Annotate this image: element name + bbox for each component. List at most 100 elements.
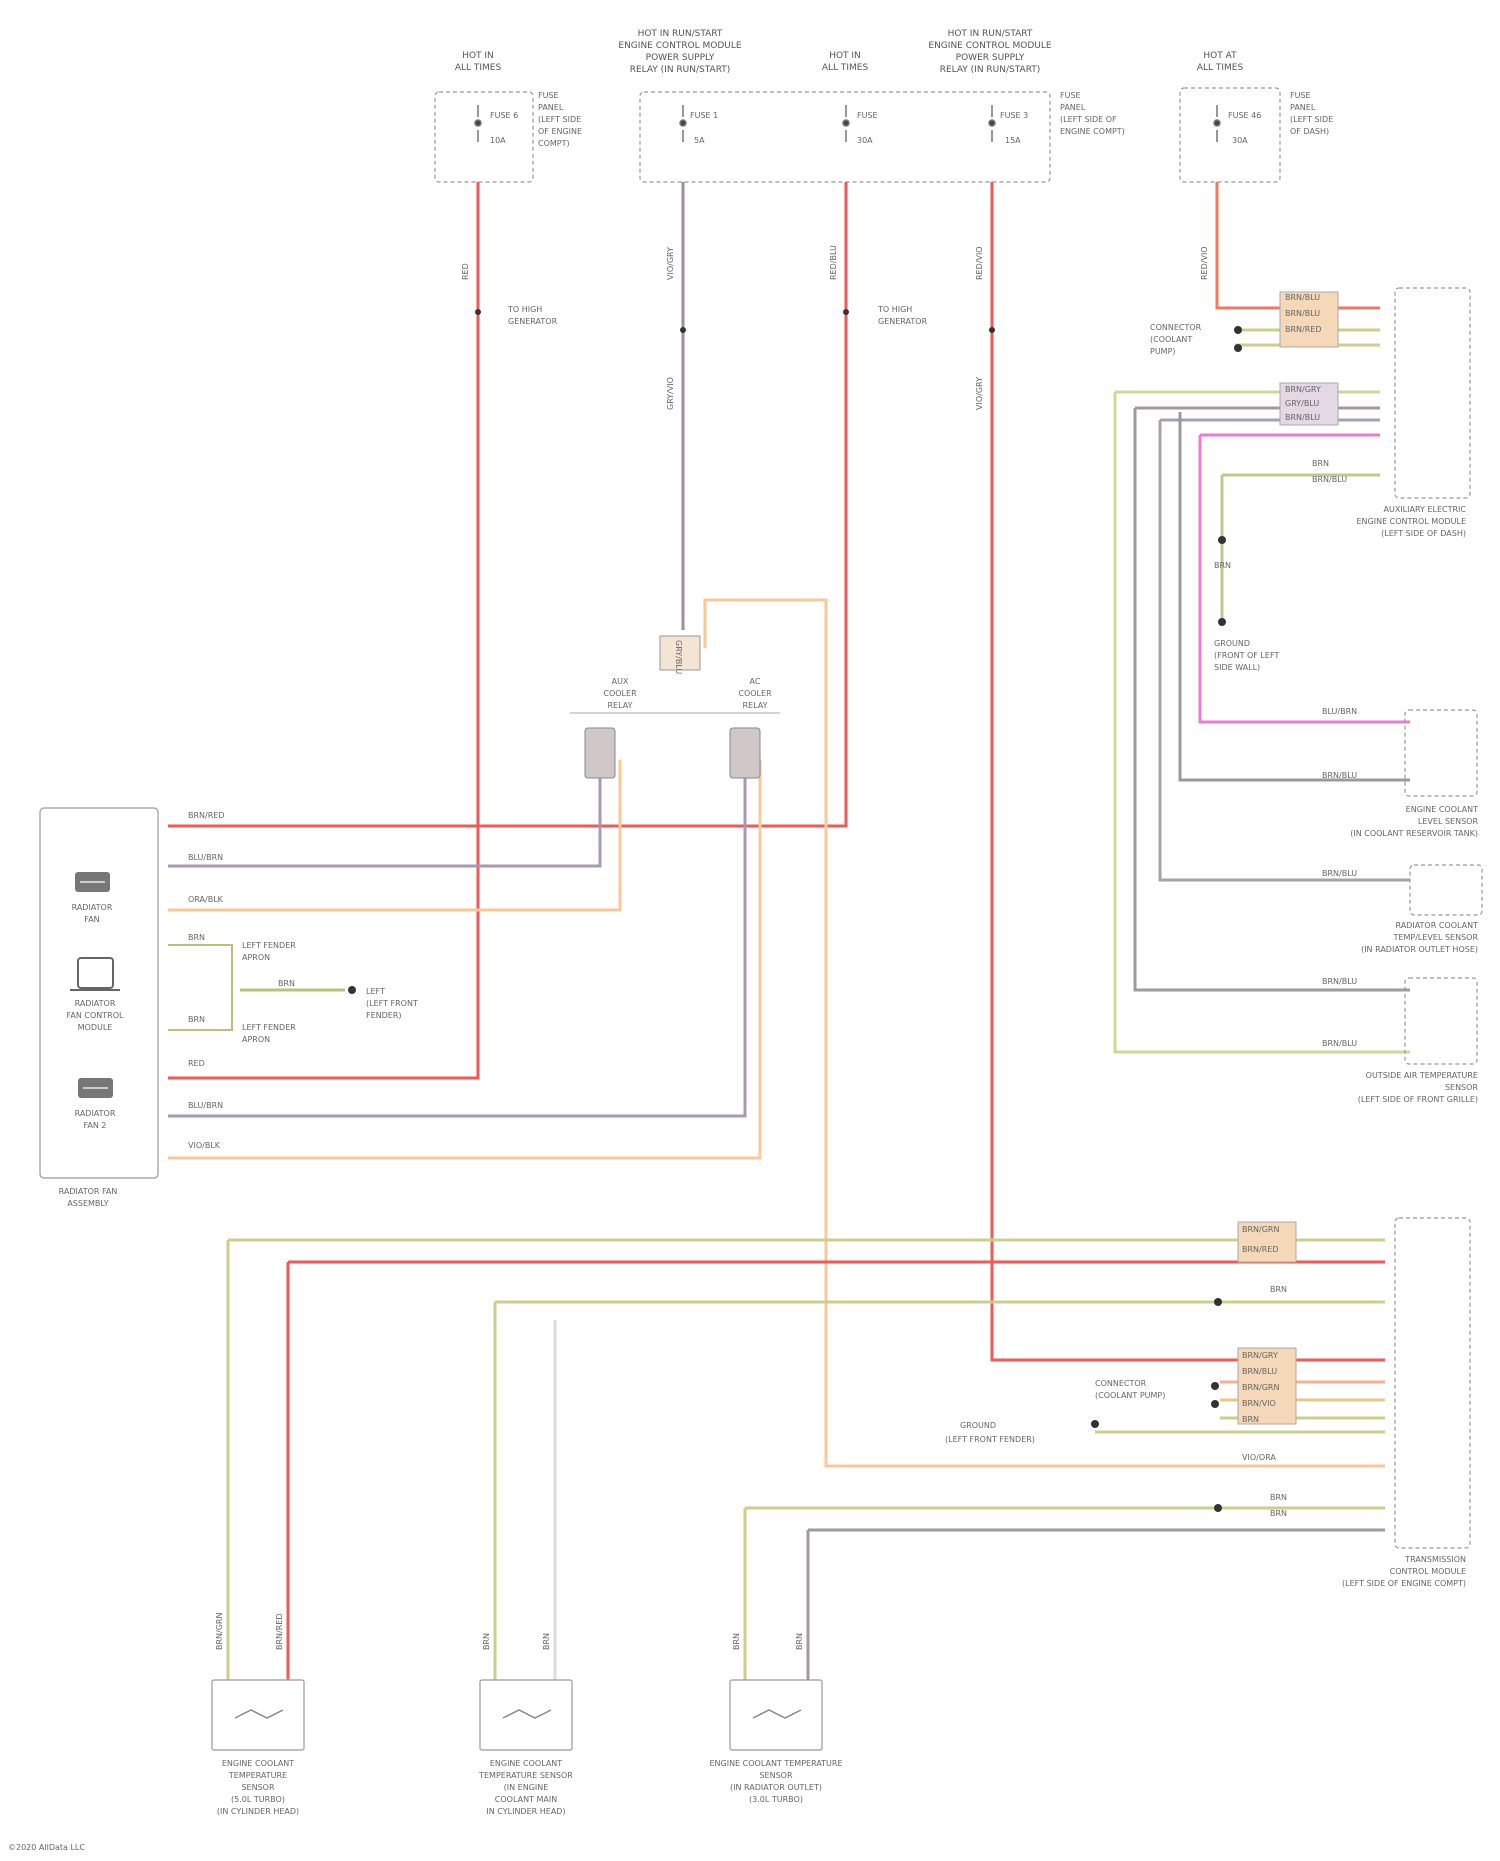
wire-pink	[1200, 435, 1410, 722]
fuse-5-note-2: PANEL	[1290, 103, 1316, 112]
fan-module-label-3: MODULE	[78, 1023, 113, 1032]
tcm-wire-4: BRN/GRY	[1242, 1351, 1278, 1360]
relay-1-line-2: COOLER	[603, 689, 637, 698]
wire-grey-3	[1180, 412, 1410, 780]
tcm-wire-10: BRN	[1270, 1493, 1287, 1502]
aux-caption-2: ENGINE CONTROL MODULE	[1356, 517, 1466, 526]
fuse-box-1: HOT IN ALL TIMES FUSE 6 10A FUSE PANEL (…	[435, 51, 582, 182]
aux-splice-2: (COOLANT	[1150, 335, 1192, 344]
fuse-4-note-3: (LEFT SIDE OF	[1060, 115, 1117, 124]
fuse-2-title-1: HOT IN RUN/START	[638, 29, 723, 39]
tcm-note-4: (LEFT FRONT FENDER)	[945, 1435, 1035, 1444]
bs3-wire-1: BRN	[732, 1633, 741, 1650]
wire-blu-brn	[168, 760, 600, 866]
fuse-5-note-4: OF DASH)	[1290, 127, 1329, 136]
fan-1-label-2: FAN	[84, 915, 99, 924]
fan-wire-1: BRN/RED	[188, 811, 225, 820]
fan-note-7: APRON	[242, 1035, 270, 1044]
wire-green-ect3	[745, 1508, 1385, 1680]
bs1-caption-3: SENSOR	[241, 1783, 274, 1792]
bs2-caption-4: COOLANT MAIN	[495, 1795, 557, 1804]
bs1-caption-1: ENGINE COOLANT	[222, 1759, 294, 1768]
tcm-wire-3: BRN	[1270, 1285, 1287, 1294]
fan-note-2: APRON	[242, 953, 270, 962]
wire-label-vio-gry-2: VIO/GRY	[975, 377, 984, 410]
fuse-3-rating: 30A	[857, 136, 873, 145]
fan-icon	[78, 1078, 113, 1098]
fuse-1-title-2: ALL TIMES	[455, 63, 502, 73]
fuse-4-title-4: RELAY (IN RUN/START)	[940, 65, 1041, 75]
bs1-caption-4: (5.0L TURBO)	[231, 1795, 285, 1804]
bs1-caption-2: TEMPERATURE	[228, 1771, 287, 1780]
fuse-1-note-5: COMPT)	[538, 139, 570, 148]
fan-wire-6: RED	[188, 1059, 205, 1068]
fuse-1-note-4: OF ENGINE	[538, 127, 582, 136]
right-sensor-3: BRN/BLU BRN/BLU OUTSIDE AIR TEMPERATURE …	[1322, 977, 1478, 1104]
rs2-caption-1: RADIATOR COOLANT	[1395, 921, 1478, 930]
fuse-4-note-1: FUSE	[1060, 91, 1081, 100]
tcm-caption-2: CONTROL MODULE	[1390, 1567, 1466, 1576]
fan-note-4: (LEFT FRONT	[366, 999, 418, 1008]
tcm-wire-8: BRN	[1242, 1415, 1259, 1424]
tcm-note-2: (COOLANT PUMP)	[1095, 1391, 1165, 1400]
fuse-3-title-2: ALL TIMES	[822, 63, 869, 73]
aux-caption-3: (LEFT SIDE OF DASH)	[1381, 529, 1466, 538]
rs2-caption-3: (IN RADIATOR OUTLET HOSE)	[1361, 945, 1478, 954]
fuse-4-title-3: POWER SUPPLY	[956, 53, 1025, 63]
right-sensor-1: BLU/BRN BRN/BLU ENGINE COOLANT LEVEL SEN…	[1322, 707, 1478, 838]
wire-orange-fan	[168, 760, 620, 910]
fuse-2-title-3: POWER SUPPLY	[646, 53, 715, 63]
fuse-5-title-1: HOT AT	[1203, 51, 1237, 61]
fuse-4-fuse: FUSE 3	[1000, 111, 1028, 120]
bs3-caption-2: SENSOR	[759, 1771, 792, 1780]
fan-wire-7: BLU/BRN	[188, 1101, 223, 1110]
fuse-2-title-4: RELAY (IN RUN/START)	[630, 65, 731, 75]
fuse-5-fuse: FUSE 46	[1228, 111, 1261, 120]
relay-2-line-1: AC	[750, 677, 761, 686]
fuse-3-title-1: HOT IN	[829, 51, 861, 61]
tcm-wire-9: VIO/ORA	[1242, 1453, 1276, 1462]
tcm-wire-11: BRN	[1270, 1509, 1287, 1518]
wire-grey-1	[1135, 408, 1410, 990]
tcm-wire-6: BRN/GRN	[1242, 1383, 1279, 1392]
tcm-wire-7: BRN/VIO	[1242, 1399, 1276, 1408]
splice-notes: TO HIGH GENERATOR TO HIGH GENERATOR	[475, 305, 995, 333]
bottom-sensor-1: BRN/GRN BRN/RED ENGINE COOLANT TEMPERATU…	[212, 1613, 304, 1816]
fuse-4-rating: 15A	[1005, 136, 1021, 145]
fuse-4-note-2: PANEL	[1060, 103, 1086, 112]
bottom-sensor-3: BRN BRN ENGINE COOLANT TEMPERATURE SENSO…	[709, 1633, 842, 1804]
splice-1-line-1: TO HIGH	[507, 305, 542, 314]
fan-note-3: LEFT	[366, 987, 385, 996]
rs1-wire-top: BLU/BRN	[1322, 707, 1357, 716]
aux-caption-1: AUXILIARY ELECTRIC	[1384, 505, 1467, 514]
fuse-2-title-2: ENGINE CONTROL MODULE	[618, 41, 742, 51]
tcm-note-3: GROUND	[960, 1421, 996, 1430]
rs1-caption-1: ENGINE COOLANT	[1406, 805, 1478, 814]
wire-label-red: RED	[461, 263, 470, 280]
bs2-caption-2: TEMPERATURE SENSOR	[478, 1771, 573, 1780]
rs3-caption-3: (LEFT SIDE OF FRONT GRILLE)	[1358, 1095, 1478, 1104]
relay-wire-label: GRY/BLU	[674, 640, 683, 674]
fuse-3-fuse: FUSE	[857, 111, 878, 120]
wires	[168, 182, 1410, 1680]
rs2-wire-top: BRN/BLU	[1322, 869, 1357, 878]
fuse-5-title-2: ALL TIMES	[1197, 63, 1244, 73]
fan-wire-8: VIO/BLK	[188, 1141, 221, 1150]
fuse-1-title-1: HOT IN	[462, 51, 494, 61]
aux-wire-6: BRN/BLU	[1285, 413, 1320, 422]
tcm-wire-1: BRN/GRN	[1242, 1225, 1279, 1234]
rs1-wire-bot: BRN/BLU	[1322, 771, 1357, 780]
aux-splice-1: CONNECTOR	[1150, 323, 1202, 332]
bs2-wire-2: BRN	[542, 1633, 551, 1650]
fuse-box-5: HOT AT ALL TIMES FUSE 46 30A FUSE PANEL …	[1180, 51, 1333, 182]
fan-2-label-2: FAN 2	[84, 1121, 107, 1130]
wire-orange-loop	[705, 600, 1385, 1466]
fan-icon	[75, 872, 110, 892]
fuse-4-title-1: HOT IN RUN/START	[948, 29, 1033, 39]
aux-wire-8: BRN/BLU	[1312, 475, 1347, 484]
wire-green-gnd	[1222, 475, 1380, 620]
fuse-1-fuse: FUSE 6	[490, 111, 518, 120]
rs3-wire-top: BRN/BLU	[1322, 977, 1357, 986]
bs3-caption-1: ENGINE COOLANT TEMPERATURE	[709, 1759, 842, 1768]
fan-assembly-caption-1: RADIATOR FAN	[59, 1187, 118, 1196]
